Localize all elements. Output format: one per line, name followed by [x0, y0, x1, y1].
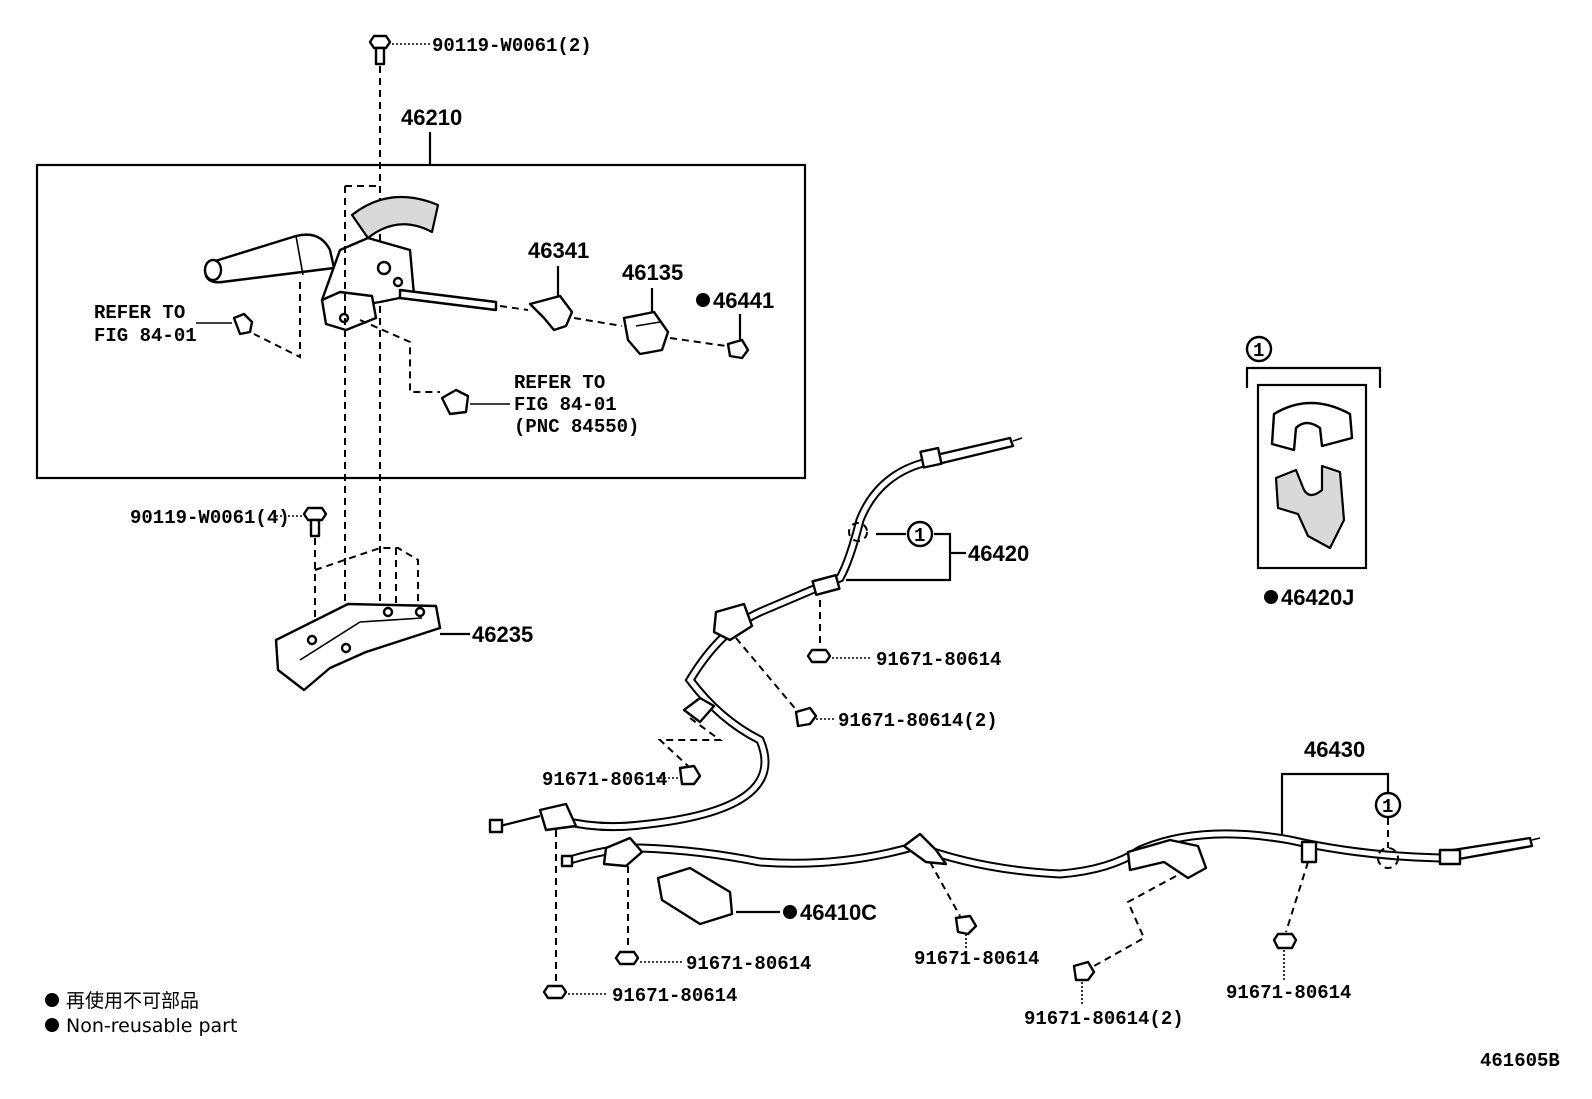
front-cable-group[interactable]: 1 46420 91671-80614 91671-80614(2) 91671… — [488, 436, 1029, 834]
label-46420J: 46420J — [1281, 585, 1354, 610]
lever-assembly-box — [35, 163, 807, 480]
label-b2: 91671-80614(2) — [838, 710, 998, 732]
lever-handle — [203, 233, 336, 284]
label-46441: 46441 — [713, 288, 774, 313]
rear-cable-bracket-3 — [1126, 838, 1208, 880]
refer-left-line1: REFER TO — [94, 302, 185, 324]
bolt-top-group[interactable]: 90119-W0061(2) — [368, 34, 592, 610]
bolt-b2-icon — [794, 706, 818, 728]
non-reusable-dot-icon — [696, 293, 710, 307]
label-b8: 91671-80614 — [1226, 982, 1351, 1004]
bolt-b4-icon — [614, 950, 640, 966]
label-46430: 46430 — [1304, 737, 1365, 762]
legend-dot-icon — [45, 1018, 59, 1032]
legend-dot-icon — [45, 993, 59, 1007]
clamp-kit-group[interactable]: 1 46420J — [1245, 335, 1382, 610]
part-46135-group[interactable]: 46135 — [622, 260, 727, 356]
part-46135-shape — [622, 310, 670, 356]
bolt-b5-icon — [542, 984, 568, 1000]
lever-base — [320, 290, 378, 332]
refer-mid-line3: (PNC 84550) — [514, 416, 639, 438]
front-cable-bracket — [712, 602, 754, 642]
label-46341: 46341 — [528, 238, 589, 263]
circle-ref-rear — [1374, 791, 1402, 819]
legend-en: Non-reusable part — [66, 1015, 237, 1037]
lever-assembly-group[interactable]: 46210 — [35, 105, 807, 655]
label-bolt-top: 90119-W0061(2) — [432, 35, 592, 57]
bolt-b3-icon — [678, 764, 702, 786]
refer-mid-line1: REFER TO — [514, 372, 605, 394]
bracket-46235-shape — [274, 602, 442, 692]
legend: 再使用不可部品 Non-reusable part — [45, 990, 237, 1037]
refer-left-group[interactable]: REFER TO FIG 84-01 — [94, 302, 254, 347]
clip-46410C-shape — [656, 866, 734, 926]
svg-text:1: 1 — [1253, 340, 1264, 362]
nut-46441-icon — [726, 338, 750, 360]
bolt-top-head — [368, 34, 392, 50]
screw-left-icon — [232, 312, 254, 336]
bolt-b1-icon — [806, 648, 832, 664]
legend-jp: 再使用不可部品 — [66, 990, 199, 1012]
label-46135: 46135 — [622, 260, 683, 285]
label-46420: 46420 — [968, 541, 1029, 566]
label-bolt-mid: 90119-W0061(4) — [130, 507, 290, 529]
cable-front-thread — [934, 436, 1015, 466]
svg-text:1: 1 — [1382, 796, 1393, 818]
bolt-b6-icon — [954, 914, 978, 936]
circle-ref-front — [906, 520, 934, 548]
rear-cable-bracket-2 — [902, 832, 948, 866]
label-46210: 46210 — [401, 105, 462, 130]
bolt-mid-group[interactable]: 90119-W0061(4) — [130, 506, 419, 640]
non-reusable-dot-icon — [1264, 590, 1278, 604]
circle-ref-kit — [1245, 335, 1273, 363]
part-46441-group[interactable]: 46441 — [696, 288, 774, 360]
label-b7: 91671-80614(2) — [1024, 1008, 1184, 1030]
figure-code: 461605B — [1480, 1050, 1560, 1072]
connector-84550-icon — [440, 388, 470, 416]
bracket-46235-group[interactable]: 46235 — [274, 602, 533, 692]
label-b1: 91671-80614 — [876, 649, 1001, 671]
non-reusable-dot-icon — [783, 905, 797, 919]
bolt-b7-icon — [1072, 960, 1096, 982]
refer-mid-group[interactable]: REFER TO FIG 84-01 (PNC 84550) — [440, 372, 639, 438]
bolt-mid-head — [302, 506, 328, 522]
clamp-upper — [1270, 401, 1354, 452]
bolt-top-shank — [374, 46, 386, 66]
lever-rod — [398, 288, 498, 312]
part-46341-group[interactable]: 46341 — [499, 238, 623, 332]
label-b5: 91671-80614 — [612, 985, 737, 1007]
label-b3: 91671-80614 — [542, 769, 667, 791]
refer-left-line2: FIG 84-01 — [94, 325, 197, 347]
rear-cable-group[interactable]: 46430 1 46410C 91671-80614 91671-80614 9… — [542, 737, 1541, 1030]
refer-mid-line2: FIG 84-01 — [514, 394, 617, 416]
label-46235: 46235 — [472, 622, 533, 647]
clamp-kit-box — [1256, 383, 1368, 570]
bolt-b8-icon — [1272, 932, 1298, 950]
label-46410C: 46410C — [800, 900, 877, 925]
rear-cable-bracket-1 — [602, 836, 644, 868]
clamp-lower — [1274, 464, 1346, 550]
ratchet-sector — [350, 195, 440, 240]
label-b6: 91671-80614 — [914, 948, 1039, 970]
svg-text:1: 1 — [914, 525, 925, 547]
rear-cable-clip — [1300, 840, 1318, 864]
label-b4: 91671-80614 — [686, 953, 811, 975]
part-46341-shape — [528, 294, 574, 332]
